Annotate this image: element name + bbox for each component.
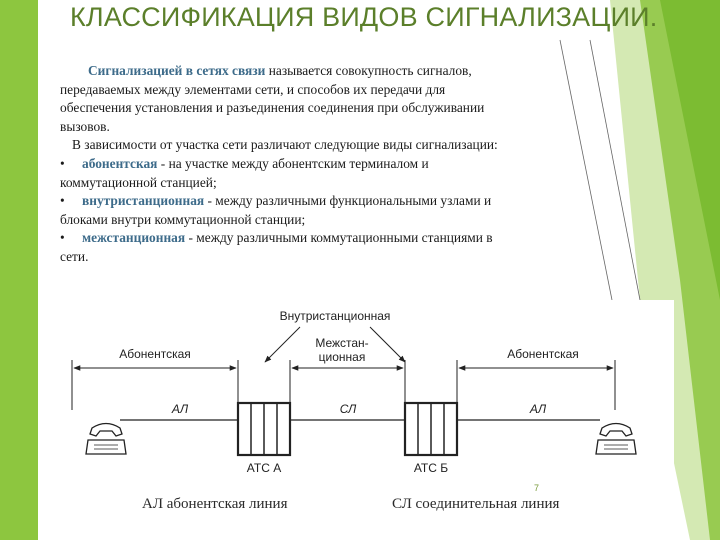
label-ats-a: АТС А — [247, 461, 281, 475]
paragraph-types-intro: В зависимости от участка сети различают … — [72, 137, 498, 153]
bullet-subscriber: •абонентская - на участке между абонентс… — [60, 155, 429, 171]
ats-b-block — [403, 401, 459, 457]
slide-title: КЛАССИФИКАЦИЯ ВИДОВ СИГНАЛИЗАЦИИ. — [70, 2, 658, 32]
page-number: 7 — [534, 483, 540, 493]
caption-al: АЛ абонентская линия — [142, 496, 288, 512]
right-green-shape-dark — [660, 0, 720, 300]
caption-sl: СЛ соединительная линия — [392, 496, 560, 512]
label-sl: СЛ — [340, 402, 357, 416]
term-signaling: Сигнализацией в сетях связи — [88, 63, 266, 78]
term-intrastation: внутристанционная — [82, 193, 205, 209]
label-interstation-1: Межстан- — [315, 336, 368, 350]
body-text: Сигнализацией в сетях связи называется с… — [60, 62, 600, 267]
bullet-intrastation: •внутристанционная - между различными фу… — [60, 193, 492, 209]
term-subscriber: абонентская — [82, 155, 158, 171]
label-al-left: АЛ — [171, 402, 189, 416]
label-al-right: АЛ — [529, 402, 547, 416]
label-subscriber-right: Абонентская — [507, 347, 579, 361]
bullet-interstation: •межстанционная - между различными комму… — [60, 230, 493, 246]
paragraph-definition: Сигнализацией в сетях связи называется с… — [88, 63, 472, 78]
label-intrastation: Внутристанционная — [280, 309, 391, 323]
label-interstation-2: ционная — [319, 350, 366, 364]
decor-line-2 — [589, 39, 641, 301]
arrow-intra-right — [369, 326, 406, 363]
label-subscriber-left: Абонентская — [119, 347, 191, 361]
term-interstation: межстанционная — [82, 230, 186, 246]
telephone-icon-right — [595, 422, 637, 455]
ats-a-block — [236, 401, 292, 457]
telephone-icon-left — [85, 422, 127, 455]
label-ats-b: АТС Б — [414, 461, 448, 475]
decor-line-1 — [559, 39, 613, 301]
left-green-bar — [0, 0, 38, 540]
signaling-diagram: Внутристанционная Межстан- ционная Абоне… — [60, 300, 674, 528]
arrow-intra-left — [264, 326, 301, 363]
